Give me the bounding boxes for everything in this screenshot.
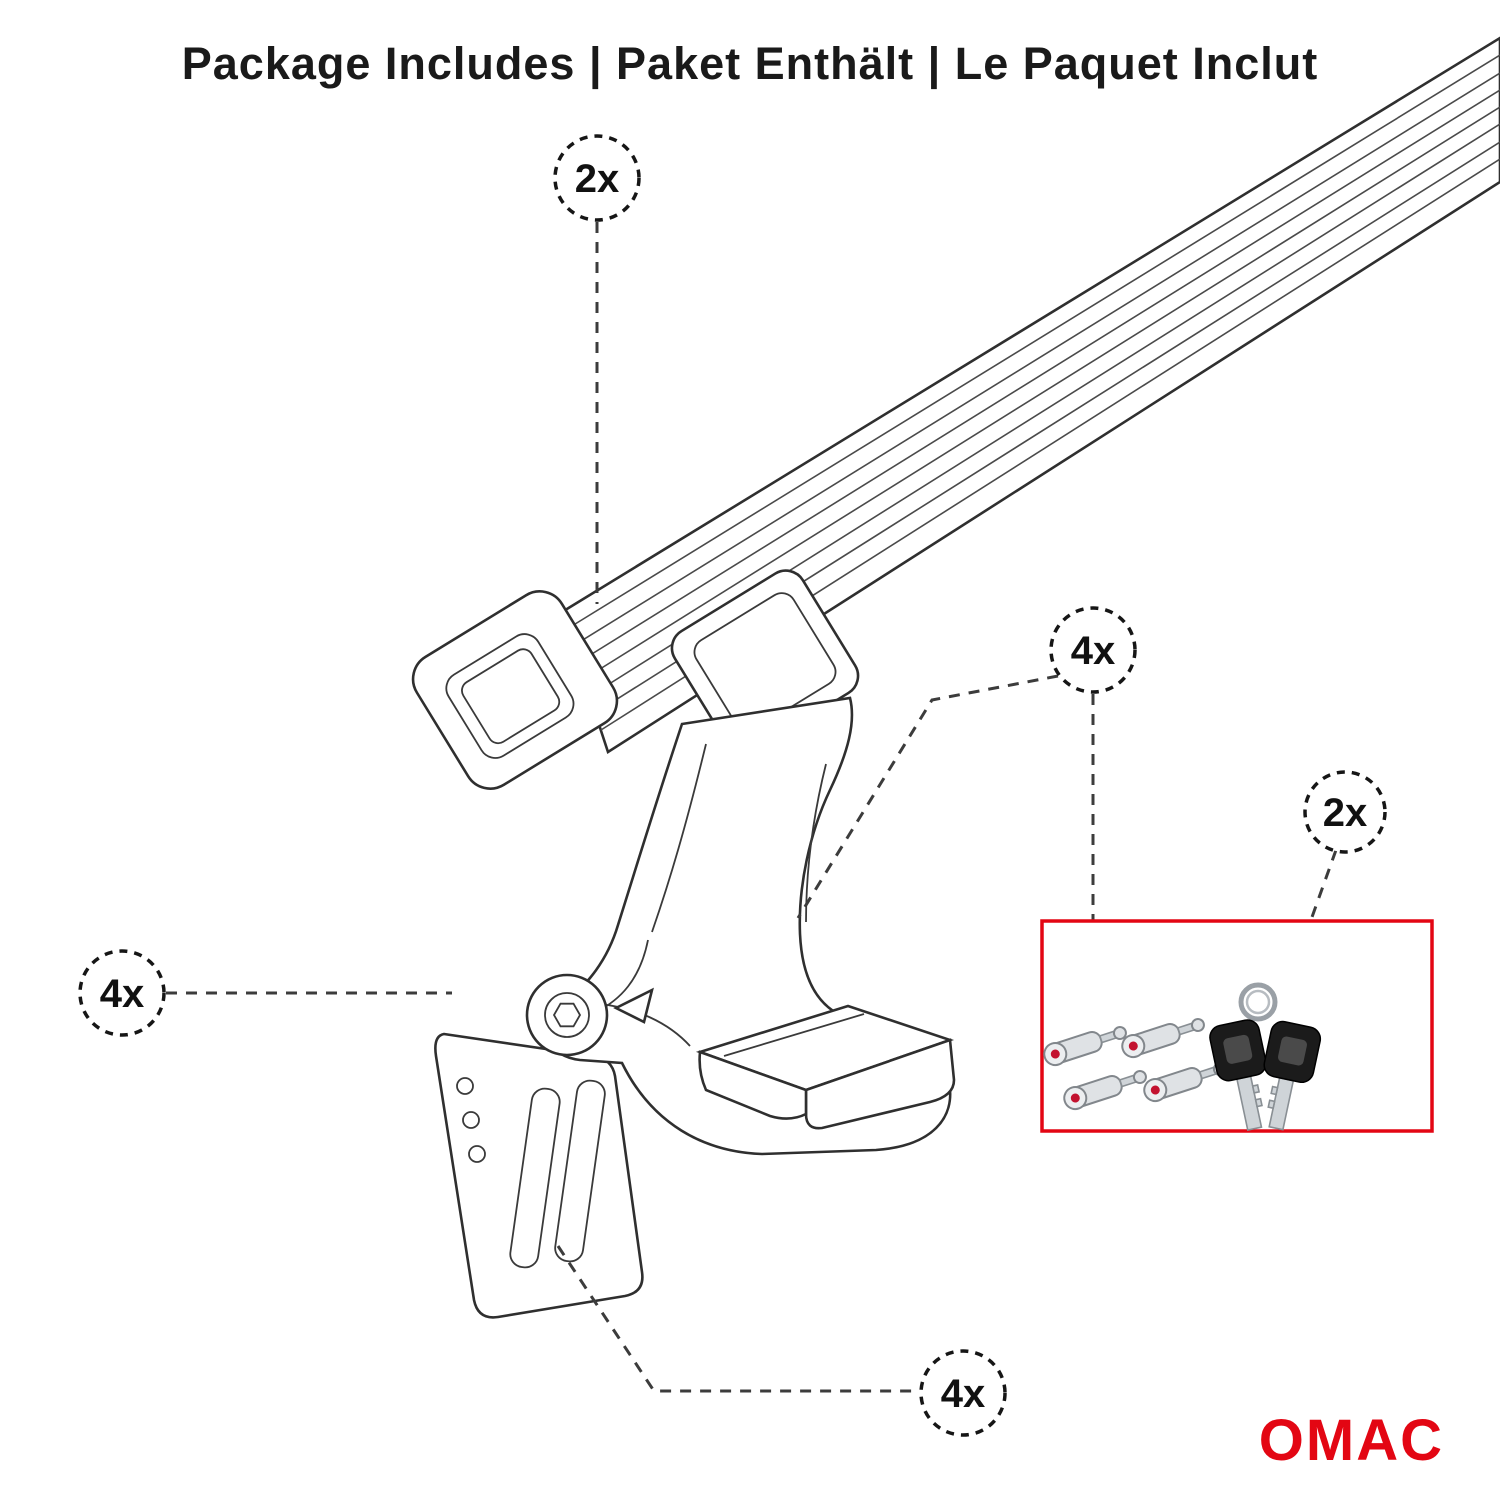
- callout-foot-qty: 4x: [78, 949, 166, 1037]
- key-ring-icon: [1238, 982, 1278, 1022]
- clamp-hole: [456, 1077, 474, 1095]
- hex-socket-icon: [552, 1002, 582, 1028]
- crossbar-qty-label: 2x: [575, 157, 620, 201]
- clamp-hole: [468, 1145, 486, 1163]
- pointer-mark: [613, 987, 654, 1024]
- callout-clamp-qty: 4x: [919, 1349, 1007, 1437]
- mount-bolt: [525, 973, 609, 1057]
- key-right: [1263, 1020, 1322, 1131]
- parts-box: [1040, 919, 1434, 1133]
- base-pad: [695, 1004, 956, 1130]
- foot-qty-label: 4x: [100, 972, 145, 1016]
- callout-bolts-qty: 4x: [1049, 606, 1137, 694]
- clamp-slot: [554, 1079, 606, 1263]
- clamp-slot: [509, 1087, 561, 1269]
- page-title: Package Includes | Paket Enthält | Le Pa…: [181, 38, 1319, 89]
- clamp-plate: [434, 1032, 644, 1319]
- omac-logo: OMAC: [1258, 1408, 1444, 1473]
- clamp-hole: [462, 1111, 480, 1129]
- keys-qty-label: 2x: [1323, 791, 1368, 835]
- foot-assembly: [525, 569, 956, 1156]
- crossbar-end-cap: [411, 590, 619, 790]
- clamp-qty-label: 4x: [941, 1372, 986, 1416]
- keys-image: [1209, 982, 1322, 1131]
- callout-crossbar-qty: 2x: [553, 134, 641, 222]
- bolts-qty-label: 4x: [1071, 629, 1116, 673]
- callout-keys-qty: 2x: [1303, 770, 1387, 854]
- leader-bolts-to-foot: [796, 674, 1059, 919]
- key-left: [1209, 1019, 1267, 1131]
